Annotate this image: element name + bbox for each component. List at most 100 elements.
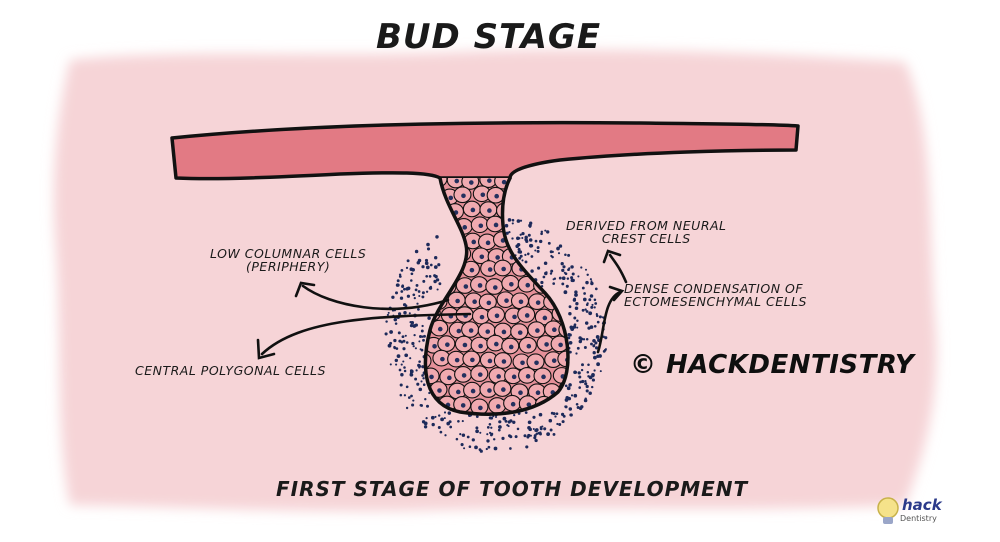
mesenchyme-dot xyxy=(393,338,397,343)
mesenchyme-dot xyxy=(591,373,595,377)
mesenchyme-dot xyxy=(554,415,557,418)
mesenchyme-dot xyxy=(590,342,593,346)
mesenchyme-dot xyxy=(421,265,425,269)
mesenchyme-dot xyxy=(421,291,425,295)
mesenchyme-dot xyxy=(498,420,502,424)
mesenchyme-dot xyxy=(601,316,605,319)
mesenchyme-dot xyxy=(524,237,528,242)
mesenchyme-dot xyxy=(576,319,579,322)
mesenchyme-dot xyxy=(516,219,521,223)
mesenchyme-dot xyxy=(419,348,422,351)
copyright-watermark: © HACKDENTISTRY xyxy=(630,350,915,380)
mesenchyme-dot xyxy=(594,346,599,350)
mesenchyme-dot xyxy=(506,423,509,427)
mesenchyme-dot xyxy=(405,287,409,291)
mesenchyme-dot xyxy=(507,434,512,438)
mesenchyme-dot xyxy=(567,253,571,257)
mesenchyme-dot xyxy=(398,368,402,372)
mesenchyme-dot xyxy=(583,346,587,349)
logo-word: hack xyxy=(902,496,942,514)
mesenchyme-dot xyxy=(460,443,464,447)
mesenchyme-dot xyxy=(389,363,392,366)
mesenchyme-dot xyxy=(389,341,393,345)
mesenchyme-dot xyxy=(566,386,571,391)
mesenchyme-dot xyxy=(507,218,512,222)
arrowhead-central-polygonal xyxy=(256,338,276,360)
arrow-dense xyxy=(596,290,622,354)
mesenchyme-dot xyxy=(593,306,596,309)
mesenchyme-dot xyxy=(428,391,431,395)
cell-nucleus xyxy=(496,374,501,379)
mesenchyme-dot xyxy=(599,370,602,373)
mesenchyme-dot xyxy=(514,435,518,439)
cell-nucleus xyxy=(487,358,493,364)
mesenchyme-dot xyxy=(587,326,591,330)
mesenchyme-dot xyxy=(533,436,537,440)
mesenchyme-dot xyxy=(426,247,431,251)
mesenchyme-dot xyxy=(399,383,403,387)
mesenchyme-dot xyxy=(570,394,574,397)
mesenchyme-dot xyxy=(412,345,415,348)
mesenchyme-dot xyxy=(529,244,534,248)
mesenchyme-dot xyxy=(537,266,541,270)
mesenchyme-dot xyxy=(548,418,553,423)
mesenchyme-dot xyxy=(545,271,548,274)
mesenchyme-dot xyxy=(475,426,479,430)
mesenchyme-dot xyxy=(534,438,538,443)
mesenchyme-dot xyxy=(418,340,421,343)
mesenchyme-dot xyxy=(511,218,515,222)
mesenchyme-dot xyxy=(585,338,589,341)
mesenchyme-dot xyxy=(534,239,538,243)
mesenchyme-dot xyxy=(486,426,490,429)
cell-nucleus xyxy=(501,179,507,185)
mesenchyme-dot xyxy=(528,238,533,242)
mesenchyme-dot xyxy=(449,425,453,429)
cell-nucleus xyxy=(501,359,507,364)
mesenchyme-dot xyxy=(435,235,439,239)
mesenchyme-dot xyxy=(424,261,429,266)
mesenchyme-dot xyxy=(566,277,570,280)
mesenchyme-dot xyxy=(414,347,417,350)
mesenchyme-dot xyxy=(549,428,553,432)
cell-nucleus xyxy=(480,192,486,198)
mesenchyme-dot xyxy=(436,288,439,291)
mesenchyme-dot xyxy=(486,439,490,443)
mesenchyme-dot xyxy=(416,260,421,265)
mesenchyme-dot xyxy=(526,435,530,439)
cell-nucleus xyxy=(478,405,483,411)
mesenchyme-dot xyxy=(420,329,424,333)
mesenchyme-dot xyxy=(569,325,574,330)
mesenchyme-dot xyxy=(538,412,543,417)
mesenchyme-dot xyxy=(417,290,421,293)
cell-nucleus xyxy=(463,284,469,289)
mesenchyme-dot xyxy=(418,387,423,392)
mesenchyme-dot xyxy=(594,287,598,291)
mesenchyme-dot xyxy=(588,391,592,395)
mesenchyme-dot xyxy=(573,297,577,301)
hackdentistry-logo: hack Dentistry xyxy=(876,496,946,530)
mesenchyme-dot xyxy=(568,305,572,309)
mesenchyme-dot xyxy=(527,420,532,425)
mesenchyme-dot xyxy=(536,246,540,250)
mesenchyme-dot xyxy=(461,420,464,423)
mesenchyme-dot xyxy=(561,276,566,281)
mesenchyme-dot xyxy=(571,278,575,283)
cell-nucleus xyxy=(518,299,524,305)
cell-nucleus xyxy=(462,225,468,230)
mesenchyme-dot xyxy=(591,303,594,306)
mesenchyme-dot xyxy=(419,404,423,407)
mesenchyme-dot xyxy=(398,312,402,316)
mesenchyme-dot xyxy=(498,425,502,429)
mesenchyme-dot xyxy=(568,340,573,345)
cell-nucleus xyxy=(493,285,498,290)
mesenchyme-dot xyxy=(404,334,407,337)
mesenchyme-dot xyxy=(479,449,483,453)
mesenchyme-dot xyxy=(437,425,441,430)
mesenchyme-dot xyxy=(389,330,393,334)
mesenchyme-dot xyxy=(518,237,521,240)
mesenchyme-dot xyxy=(391,295,395,299)
mesenchyme-dot xyxy=(421,365,425,369)
mesenchyme-dot xyxy=(573,393,578,398)
mesenchyme-dot xyxy=(584,397,587,400)
mesenchyme-dot xyxy=(417,363,421,368)
